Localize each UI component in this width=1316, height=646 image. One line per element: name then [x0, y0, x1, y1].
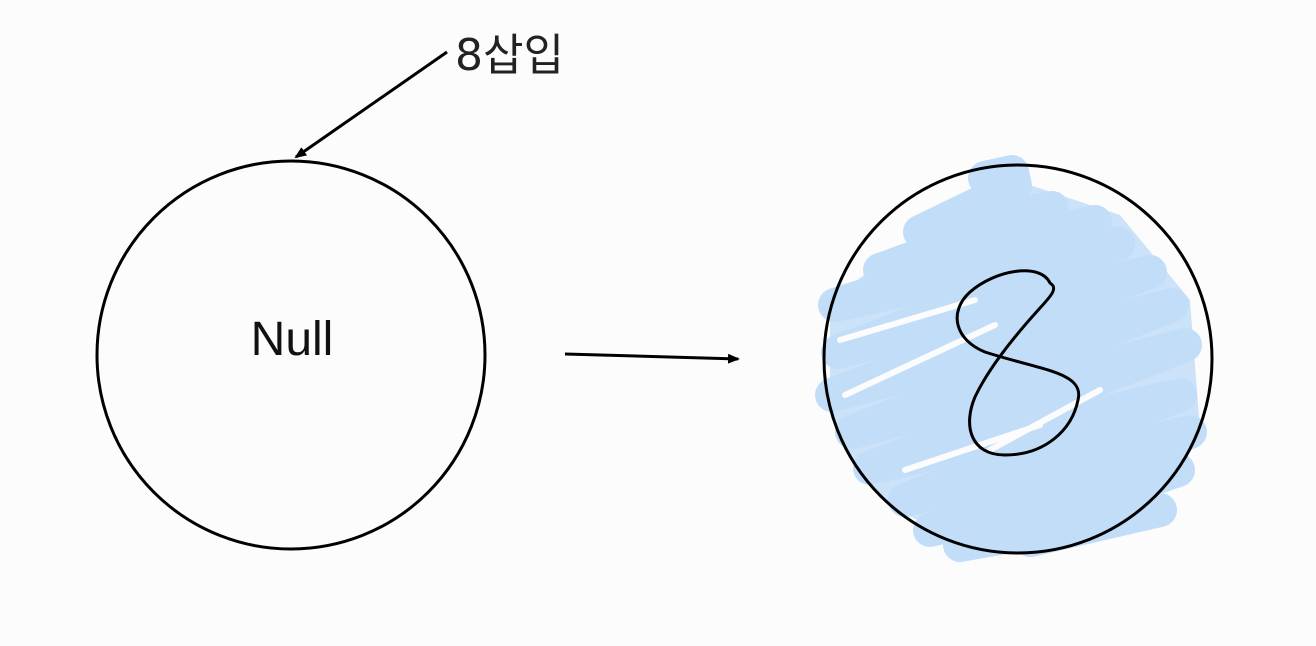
transition-arrow [564, 352, 740, 364]
null-node [95, 159, 487, 551]
highlight-scribble-fill [830, 175, 1200, 552]
insert-callout-arrow [294, 50, 448, 159]
handwritten-digit [955, 269, 1081, 457]
inserted-node [822, 163, 1214, 555]
null-node-label: Null [251, 313, 334, 366]
scribble-gaps [837, 297, 1103, 473]
insert-callout-label: 8삽입 [455, 30, 564, 81]
